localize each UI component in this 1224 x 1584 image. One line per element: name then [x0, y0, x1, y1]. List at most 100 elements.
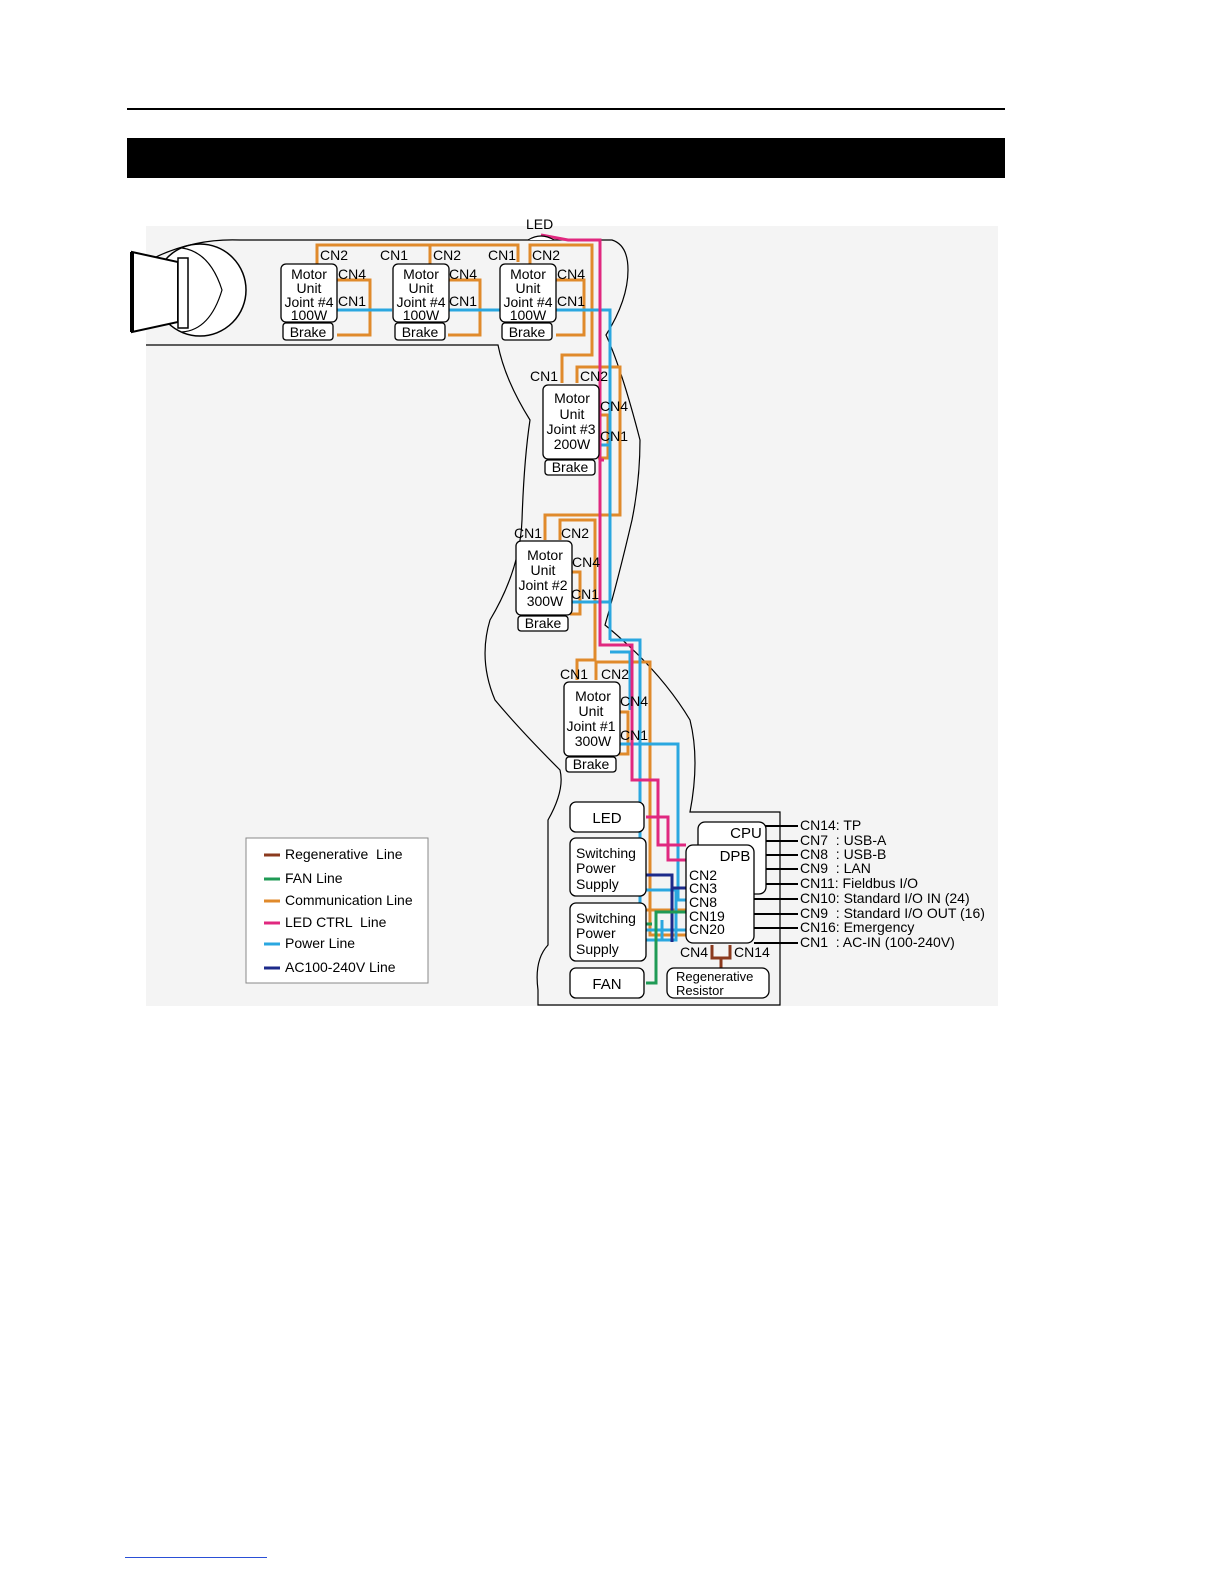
svg-text:Supply: Supply: [576, 876, 619, 892]
svg-text:CN4: CN4: [680, 944, 708, 960]
motor-unit-joint4-c: Motor Unit Joint #4 100W Brake: [499, 263, 557, 341]
svg-text:Motor: Motor: [554, 390, 590, 406]
svg-text:CN20: CN20: [689, 921, 725, 937]
svg-text:Switching: Switching: [576, 910, 636, 926]
svg-text:CN7 : USB-A: CN7 : USB-A: [800, 832, 887, 848]
svg-text:CN1: CN1: [514, 525, 542, 541]
legend-label-power: Power Line: [285, 935, 355, 951]
svg-text:Unit: Unit: [297, 280, 322, 296]
svg-text:100W: 100W: [403, 307, 440, 323]
end-effector-icon: [130, 243, 247, 337]
svg-text:CN14: TP: CN14: TP: [800, 817, 861, 833]
svg-text:Joint #3: Joint #3: [546, 421, 595, 437]
svg-text:Joint #4: Joint #4: [396, 294, 445, 310]
led-ctrl-line: [540, 233, 686, 862]
svg-text:LED: LED: [592, 810, 621, 827]
fan-box: FAN: [569, 967, 645, 999]
svg-text:CN4: CN4: [449, 266, 477, 282]
svg-text:CN3: CN3: [689, 880, 717, 896]
svg-text:CN2: CN2: [433, 247, 461, 263]
external-connector-leads: [754, 825, 798, 944]
svg-text:CPU: CPU: [730, 825, 762, 842]
top-led-label: LED: [526, 216, 553, 232]
external-connector-labels: CN14: TP CN7 : USB-A CN8 : USB-B CN9 : L…: [800, 817, 985, 950]
motor-unit-joint4-b: Motor Unit Joint #4 100W Brake: [392, 263, 450, 341]
brake-label: Brake: [290, 324, 327, 340]
svg-text:Power: Power: [576, 925, 616, 941]
svg-text:CN4: CN4: [338, 266, 366, 282]
dpb-board: DPB CN2 CN3 CN8 CN19 CN20: [685, 844, 755, 944]
dpb-cn4-cn14-labels: CN4 CN14: [680, 944, 770, 960]
legend-label-regenerative: Regenerative Line: [285, 846, 403, 862]
svg-text:CN1: CN1: [571, 586, 599, 602]
svg-text:300W: 300W: [527, 593, 564, 609]
svg-text:Motor: Motor: [527, 547, 563, 563]
svg-text:Unit: Unit: [579, 703, 604, 719]
power-line: [337, 308, 686, 942]
svg-text:FAN: FAN: [592, 976, 621, 993]
svg-text:Motor: Motor: [510, 266, 546, 282]
brake-label: Brake: [509, 324, 546, 340]
svg-text:CN2: CN2: [532, 247, 560, 263]
svg-text:CN14: CN14: [734, 944, 770, 960]
svg-text:CN2: CN2: [561, 525, 589, 541]
svg-text:DPB: DPB: [720, 848, 751, 865]
motor-unit-joint2: Motor Unit Joint #2 300W Brake CN1 CN2 C…: [514, 525, 600, 632]
header-rule: [127, 108, 1005, 110]
brake-label: Brake: [552, 459, 589, 475]
svg-text:100W: 100W: [291, 307, 328, 323]
led-box: LED: [569, 801, 645, 833]
svg-text:CN11: Fieldbus I/O: CN11: Fieldbus I/O: [800, 875, 918, 891]
legend-label-ac: AC100-240V Line: [285, 959, 396, 975]
svg-text:CN2: CN2: [320, 247, 348, 263]
section-title-bar: [127, 138, 1005, 178]
legend-label-fan: FAN Line: [285, 870, 343, 886]
svg-text:Motor: Motor: [291, 266, 327, 282]
svg-text:300W: 300W: [575, 733, 612, 749]
svg-text:CN19: CN19: [689, 908, 725, 924]
svg-text:Regenerative: Regenerative: [676, 969, 753, 984]
svg-text:Joint #4: Joint #4: [503, 294, 552, 310]
brake-label: Brake: [525, 615, 562, 631]
svg-text:Resistor: Resistor: [676, 983, 724, 998]
svg-text:CN16: Emergency: CN16: Emergency: [800, 919, 914, 935]
svg-text:CN9 : LAN: CN9 : LAN: [800, 860, 871, 876]
svg-text:Unit: Unit: [531, 562, 556, 578]
svg-text:CN1: CN1: [380, 247, 408, 263]
footer-link-rule: [125, 1557, 267, 1558]
svg-text:CN2: CN2: [601, 666, 629, 682]
svg-text:CN2: CN2: [580, 368, 608, 384]
switching-power-supply-1: Switching Power Supply: [569, 837, 647, 897]
brake-label: Brake: [573, 756, 610, 772]
motor-unit-joint3: Motor Unit Joint #3 200W Brake CN1 CN2 C…: [530, 368, 628, 476]
svg-text:200W: 200W: [554, 436, 591, 452]
svg-text:CN1: CN1: [530, 368, 558, 384]
svg-text:CN4: CN4: [620, 693, 648, 709]
svg-text:CN2: CN2: [689, 867, 717, 883]
fan-line: [646, 910, 686, 985]
svg-text:CN1: CN1: [620, 727, 648, 743]
legend-label-communication: Communication Line: [285, 892, 413, 908]
svg-text:CN4: CN4: [557, 266, 585, 282]
switching-power-supply-2: Switching Power Supply: [569, 902, 647, 962]
svg-text:CN10: Standard I/O IN (24): CN10: Standard I/O IN (24): [800, 890, 970, 906]
svg-text:CN4: CN4: [600, 398, 628, 414]
svg-text:CN1: CN1: [600, 428, 628, 444]
j4-connector-labels: CN2 CN1 CN2 CN1 CN2 CN4 CN1 CN4 CN1 CN4 …: [320, 247, 585, 309]
svg-text:Joint #4: Joint #4: [284, 294, 333, 310]
svg-text:Power: Power: [576, 860, 616, 876]
svg-text:CN8: CN8: [689, 894, 717, 910]
svg-text:CN1: CN1: [488, 247, 516, 263]
svg-text:CN1: CN1: [338, 293, 366, 309]
legend-label-led-ctrl: LED CTRL Line: [285, 914, 387, 930]
regenerative-resistor: Regenerative Resistor: [666, 967, 770, 999]
svg-text:Motor: Motor: [575, 688, 611, 704]
motor-unit-joint4-a: Motor Unit Joint #4 100W Brake: [280, 263, 338, 341]
svg-text:Switching: Switching: [576, 845, 636, 861]
svg-text:100W: 100W: [510, 307, 547, 323]
svg-text:CN9 : Standard I/O OUT (16): CN9 : Standard I/O OUT (16): [800, 905, 985, 921]
legend: Regenerative Line FAN Line Communication…: [245, 837, 429, 984]
svg-text:CN1: CN1: [449, 293, 477, 309]
svg-text:Motor: Motor: [403, 266, 439, 282]
